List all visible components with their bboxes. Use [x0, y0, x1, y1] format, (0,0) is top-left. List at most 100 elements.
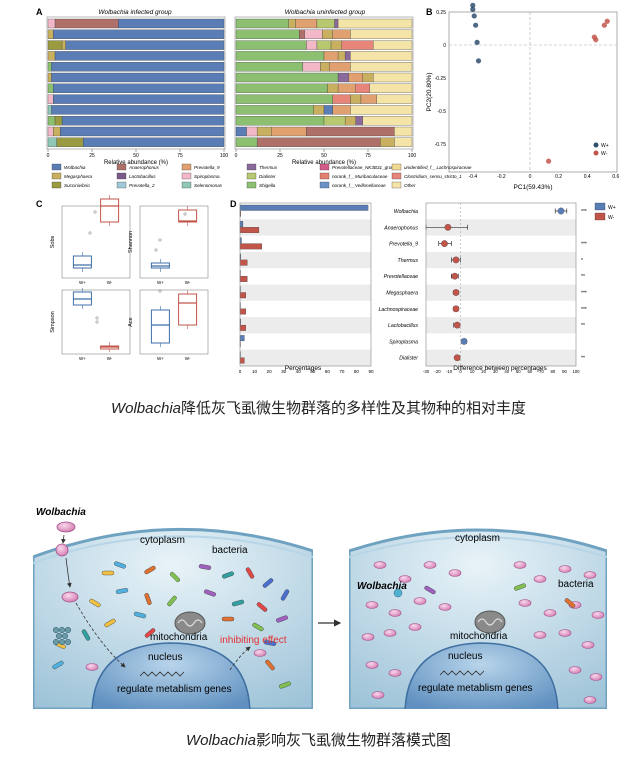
pcoa-legend-dot — [593, 142, 599, 148]
bar-tick: 50 — [310, 369, 316, 374]
stacked-bar-segment — [47, 83, 54, 93]
wolbachia-icon — [398, 575, 412, 583]
boxplot-category: W- — [107, 356, 113, 361]
bacterium-icon — [222, 571, 234, 579]
row-band — [240, 284, 371, 301]
bar-wminus — [239, 308, 246, 315]
legend-label: Selenomonas — [194, 183, 223, 188]
wolbachia-icon — [583, 571, 597, 579]
boxplot-box — [178, 209, 198, 223]
legend-label: Prevotellaceae_NK3B31_group — [332, 165, 397, 170]
stacked-bar-segment — [295, 18, 318, 29]
taxon-label: Thermus — [398, 258, 419, 264]
stacked-bar-segment — [61, 116, 225, 126]
bacterium-icon — [115, 588, 129, 594]
pcoa-xtick: -0.2 — [497, 174, 506, 180]
pcoa-legend-label: W- — [601, 151, 608, 157]
caption-2-genus: Wolbachia — [185, 732, 257, 749]
panel-d-xlabel-left: Percentages — [285, 365, 322, 372]
bar-tick: 30 — [281, 369, 287, 374]
stacked-bar-segment — [60, 126, 225, 137]
legend-label: Megasphaera — [64, 174, 93, 179]
legend-swatch — [51, 163, 62, 171]
bacterium-icon — [256, 602, 268, 612]
diff-point — [453, 354, 461, 362]
stacked-bar-segment — [246, 126, 258, 137]
wolbachia-icon — [365, 661, 379, 669]
bar-wminus — [239, 259, 248, 266]
stacked-bar-segment — [61, 40, 66, 50]
stacked-bar-segment — [54, 18, 119, 29]
boxplot-ylabel: Shannon — [128, 231, 134, 253]
stacked-bar-segment — [235, 116, 325, 126]
legend-label: norank_f__Muribaculaceae — [332, 174, 388, 179]
bacterium-icon — [144, 593, 152, 605]
stacked-bar-segment — [65, 40, 225, 50]
cytoplasm-label-left: cytoplasm — [140, 535, 185, 546]
stacked-bar-segment — [337, 83, 356, 93]
stacked-bar-segment — [362, 72, 374, 83]
stacked-bar-segment — [350, 62, 413, 72]
taxon-label: Anaerophonus — [383, 225, 418, 231]
diff-tick: 60 — [527, 369, 532, 374]
stacked-bar-segment — [332, 29, 351, 39]
boxplot-category: W- — [185, 280, 191, 285]
stacked-bar-segment — [394, 137, 413, 147]
bacterium-icon — [198, 564, 212, 570]
figure-2-caption: Wolbachia影响灰飞虱微生物群落模式图 — [0, 729, 637, 750]
pcoa-point-wplus — [473, 22, 479, 28]
caption-1-genus: Wolbachia — [110, 400, 182, 417]
wolbachia-icon — [413, 597, 427, 605]
bar-tick: 90 — [368, 369, 374, 374]
boxplot-outlier — [158, 289, 162, 293]
pcoa-point-wplus — [470, 2, 476, 8]
pcoa-ytick: 0 — [443, 43, 446, 49]
row-band — [426, 284, 576, 301]
stacked-bar-segment — [350, 105, 413, 115]
nucleus-icon — [91, 642, 251, 709]
significance-label: * — [581, 258, 583, 264]
stacked-bar-segment — [83, 137, 225, 147]
panel-b-xlabel: PC1(59.43%) — [513, 184, 552, 191]
stacked-bar-segment — [369, 83, 413, 93]
diff-tick: 10 — [470, 369, 475, 374]
stacked-bar-segment — [53, 83, 225, 93]
legend-swatch — [181, 181, 192, 189]
stacked-bar-segment — [235, 126, 247, 137]
stacked-bar-segment — [47, 62, 52, 72]
wolbachia-icon — [581, 641, 595, 649]
diff-point — [557, 207, 565, 215]
figure-1: A Wolbachia infected group Wolbachia uni… — [36, 2, 620, 374]
wolbachia-icon — [365, 601, 379, 609]
legend-label: Spiroplasma — [194, 174, 220, 179]
stacked-bar-segment — [51, 62, 225, 72]
wolbachia-icon — [533, 631, 547, 639]
mitochondria-label-right: mitochondria — [450, 631, 508, 642]
bacterium-icon — [276, 615, 288, 623]
stacked-bar-segment — [355, 116, 363, 126]
stacked-bar-segment — [302, 62, 321, 72]
panel-a-label: A — [36, 7, 43, 17]
significance-label: ** — [581, 274, 585, 280]
wolbachia-icon — [373, 561, 387, 569]
legend-label: Prevotella_9 — [194, 165, 220, 170]
stacked-bar-segment — [53, 94, 225, 104]
panel-c-label: C — [36, 199, 43, 209]
pcoa-point-wplus — [470, 6, 476, 12]
stacked-bar-segment — [322, 29, 333, 39]
legend-swatch — [181, 163, 192, 171]
stacked-bar-segment — [47, 72, 52, 83]
wolbachia-label-right: Wolbachia — [357, 581, 407, 592]
bar-tick: 10 — [252, 369, 258, 374]
significance-label: *** — [581, 209, 587, 215]
bacterium-icon — [101, 570, 115, 576]
diff-tick: 90 — [562, 369, 567, 374]
legend-swatch — [246, 163, 257, 171]
wolbachia-icon — [408, 623, 422, 631]
pcoa-xtick: 0 — [529, 174, 532, 180]
diff-legend-label: W- — [608, 215, 615, 221]
stacked-bar-segment — [323, 105, 333, 115]
bacterium-icon — [169, 571, 181, 583]
